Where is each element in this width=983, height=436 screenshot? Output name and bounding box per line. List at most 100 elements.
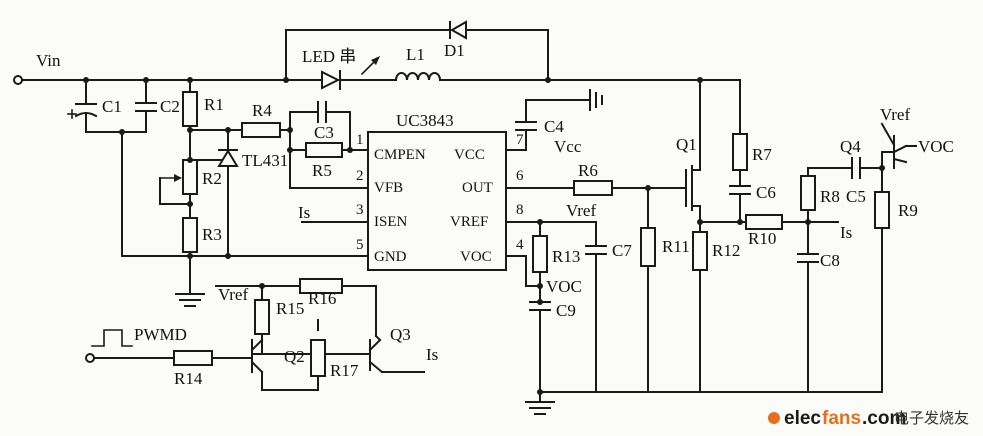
slope-comp-network (800, 122, 917, 393)
pwm-dimming (85, 278, 425, 391)
r10-label: R10 (748, 229, 776, 248)
r7-label: R7 (752, 145, 772, 164)
capacitor-c1 (67, 79, 98, 133)
vref-label-q4: Vref (880, 105, 910, 124)
vref-label-r15: Vref (218, 285, 248, 304)
l1-label: L1 (406, 45, 425, 64)
c8-label: C8 (820, 251, 840, 270)
voc-label-c9: VOC (546, 277, 582, 296)
logo-icon (768, 412, 780, 424)
pin-7-number: 7 (516, 132, 524, 148)
vin-rail (13, 75, 741, 85)
watermark-elec: elec (784, 408, 821, 429)
pin-cmpen-name: CMPEN (374, 147, 426, 163)
led-diode-icon (321, 70, 341, 90)
tl431-regulator (217, 127, 239, 259)
r9-label: R9 (898, 201, 918, 220)
vin-label: Vin (36, 51, 61, 70)
r16-label: R16 (308, 289, 336, 308)
voc-label-q4: VOC (918, 137, 954, 156)
resistor-r13 (532, 235, 548, 273)
tl431-label: TL431 (242, 151, 288, 170)
resistor-r9 (874, 191, 890, 229)
r6-label: R6 (578, 161, 598, 180)
r17-label: R17 (330, 361, 359, 380)
site-watermark: elec fans .com 电子发烧友 (768, 408, 969, 429)
c7-label: C7 (612, 241, 632, 260)
is-label-r10: Is (840, 223, 852, 242)
uc3843-chip (367, 131, 507, 271)
c1-label: C1 (102, 97, 122, 116)
pin-isen-name: ISEN (374, 214, 408, 230)
c5-label: C5 (846, 187, 866, 206)
tl431-icon (217, 149, 239, 167)
resistor-r5 (305, 142, 343, 158)
resistor-r4 (241, 122, 281, 138)
r3-label: R3 (202, 225, 222, 244)
resistor-r6 (573, 180, 613, 196)
compensation-network (241, 101, 369, 189)
r15-label: R15 (276, 299, 304, 318)
resistor-r17 (310, 339, 326, 377)
vref-network (532, 187, 656, 393)
resistor-r2 (182, 159, 198, 195)
r12-label: R12 (712, 241, 740, 260)
watermark-com: .com (862, 408, 906, 429)
pwmd-terminal (85, 353, 95, 363)
ground-center (525, 401, 555, 415)
q4-label: Q4 (840, 137, 861, 156)
resistor-r6-group (573, 180, 687, 196)
r11-label: R11 (662, 237, 690, 256)
is-label-q3: Is (426, 345, 438, 364)
divider-network (159, 79, 243, 293)
pin-6-number: 6 (516, 168, 524, 184)
q3-label: Q3 (390, 325, 411, 344)
r5-label: R5 (312, 161, 332, 180)
is-label-isen: Is (298, 203, 310, 222)
pin-1-number: 1 (356, 132, 364, 148)
pwm-waveform-icon (91, 329, 133, 347)
vin-terminal (13, 75, 23, 85)
q2-label: Q2 (284, 347, 305, 366)
pin-8-number: 8 (516, 202, 524, 218)
r1-label: R1 (204, 95, 224, 114)
voc-node (525, 255, 551, 401)
q1-label: Q1 (676, 135, 697, 154)
capacitor-c2 (85, 79, 157, 257)
c4-label: C4 (544, 117, 564, 136)
ic-name: UC3843 (396, 111, 454, 130)
pin-voc-name: VOC (460, 249, 492, 265)
filter-r10-c8 (745, 214, 839, 393)
pin-2-number: 2 (356, 168, 364, 184)
watermark-fans: fans (822, 408, 861, 429)
led-string (321, 56, 380, 90)
pin-4-number: 4 (516, 237, 524, 253)
r4-label: R4 (252, 101, 272, 120)
resistor-r15 (254, 299, 270, 335)
pin-5-number: 5 (356, 237, 364, 253)
r13-label: R13 (552, 247, 580, 266)
ic-pin-leads (121, 149, 597, 257)
diode-d1 (285, 20, 549, 81)
inductor-icon (394, 72, 442, 82)
c2-label: C2 (160, 97, 180, 116)
r8-label: R8 (820, 187, 840, 206)
led-label: LED 串 (302, 47, 356, 66)
pwmd-label: PWMD (134, 325, 187, 344)
pin-3-number: 3 (356, 202, 364, 218)
r2-label: R2 (202, 169, 222, 188)
inductor-l1 (394, 72, 442, 82)
resistor-r8 (800, 175, 816, 211)
snubber-r7-c6 (699, 79, 751, 225)
resistor-r7 (732, 133, 748, 171)
watermark-cn: 电子发烧友 (894, 409, 969, 427)
resistor-r11 (640, 227, 656, 267)
pin-out-name: OUT (462, 180, 493, 196)
vref-label-pin8: Vref (566, 201, 596, 220)
pin-vref-name: VREF (450, 214, 488, 230)
diode-icon (449, 20, 467, 40)
resistor-r12-group (692, 221, 708, 393)
resistor-r10 (745, 214, 783, 230)
